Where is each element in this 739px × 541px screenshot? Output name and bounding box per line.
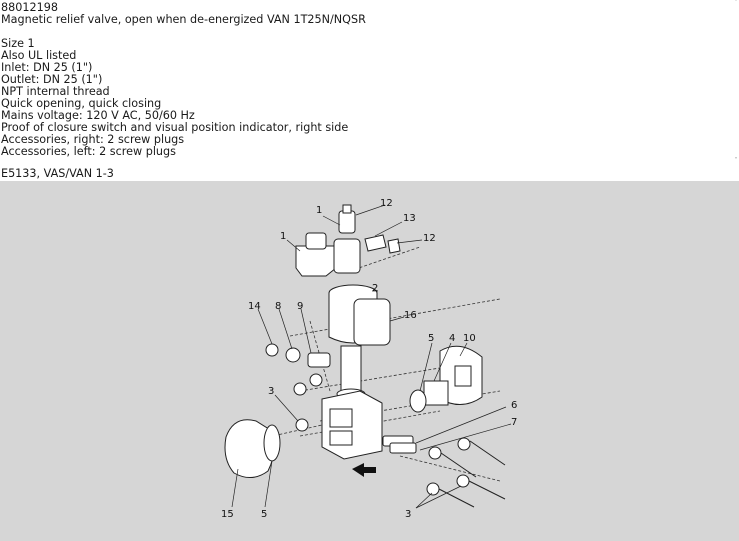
spec-line: Quick opening, quick closing — [1, 97, 162, 110]
callout-16: 16 — [404, 310, 417, 321]
callout-1: 1 — [316, 205, 322, 216]
article-number: 88012198 — [1, 1, 58, 14]
spec-line: Mains voltage: 120 V AC, 50/60 Hz — [1, 109, 195, 122]
spec-line: Outlet: DN 25 (1") — [1, 73, 103, 86]
scroll-down-arrow-icon[interactable]: ˅ — [734, 157, 738, 164]
spec-line: Proof of closure switch and visual posit… — [1, 121, 349, 134]
callout-13: 13 — [403, 213, 416, 224]
spec-line: Inlet: DN 25 (1") — [1, 61, 93, 74]
product-text-pane[interactable]: 88012198 Magnetic relief valve, open whe… — [0, 0, 733, 164]
spec-line: Accessories, right: 2 screw plugs — [1, 133, 185, 146]
text-scrollbar[interactable]: ˄ ˅ — [733, 0, 739, 164]
exploded-view-figure: 12 1 13 1 12 2 14 8 9 16 5 4 10 3 6 7 15… — [0, 181, 739, 541]
spec-line: NPT internal thread — [1, 85, 110, 98]
callout-5: 5 — [261, 509, 267, 520]
spec-line: Accessories, left: 2 screw plugs — [1, 145, 176, 158]
scroll-up-arrow-icon[interactable]: ˄ — [734, 0, 738, 6]
callout-3: 3 — [268, 386, 274, 397]
flow-direction-arrow-icon — [352, 463, 376, 477]
callout-3: 3 — [405, 509, 411, 520]
figure-caption: E5133, VAS/VAN 1-3 — [1, 167, 114, 180]
callout-5: 5 — [428, 333, 434, 344]
callout-12: 12 — [380, 198, 393, 209]
callout-2: 2 — [372, 283, 378, 294]
callout-12: 12 — [423, 233, 436, 244]
product-description: Magnetic relief valve, open when de-ener… — [1, 13, 366, 26]
callout-8: 8 — [275, 301, 281, 312]
spec-line: Also UL listed — [1, 49, 77, 62]
callout-14: 14 — [248, 301, 261, 312]
callout-9: 9 — [297, 301, 303, 312]
callout-10: 10 — [463, 333, 476, 344]
callout-1: 1 — [280, 231, 286, 242]
callout-6: 6 — [511, 400, 517, 411]
callout-15: 15 — [221, 509, 234, 520]
exploded-view-drawing: 12 1 13 1 12 2 14 8 9 16 5 4 10 3 6 7 15… — [221, 198, 517, 520]
callout-4: 4 — [449, 333, 455, 344]
callout-7: 7 — [511, 417, 517, 428]
spacer — [1, 26, 733, 38]
spec-line: Size 1 — [1, 37, 35, 50]
